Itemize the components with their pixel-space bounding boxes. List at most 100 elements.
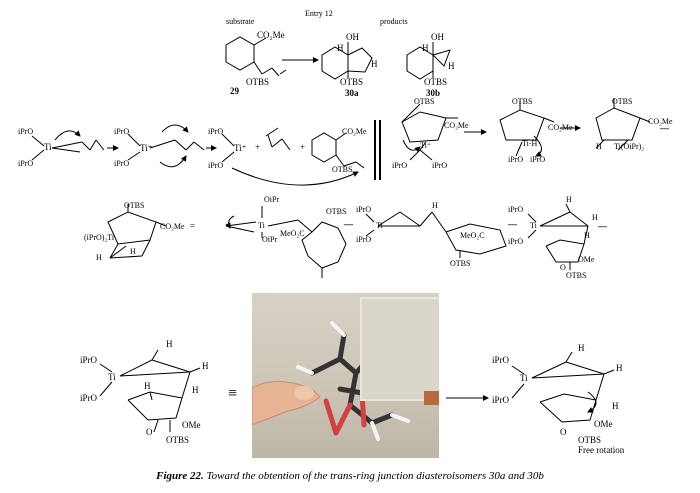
r3-h-3: H xyxy=(432,201,438,210)
r2-ipro-6: iPrO xyxy=(208,161,224,170)
r2-plus-2: + xyxy=(300,142,306,152)
label-30a-otbs: OTBS xyxy=(340,77,364,87)
r4-h-7: H xyxy=(612,401,619,411)
label-30a-oh: OH xyxy=(346,32,359,42)
r4-ti-1: Ti xyxy=(108,372,116,382)
open-ti-structure-b xyxy=(225,206,347,278)
substrate-29-row2 xyxy=(311,132,365,169)
r2-co2me-3: CO₂Me xyxy=(548,123,573,132)
caption-text: Toward the obtention of the trans-ring j… xyxy=(206,470,544,482)
r2-otbs-2: OTBS xyxy=(414,97,435,106)
molecular-model-photo xyxy=(252,293,439,458)
r3-opr-1: OiPr xyxy=(264,195,280,204)
compound-29: 29 xyxy=(230,86,239,96)
r2-plus-1: + xyxy=(255,142,261,152)
large-ti-cage-right xyxy=(511,351,615,423)
label-30b-h: H xyxy=(422,43,429,53)
r3-otbs-3: OTBS xyxy=(450,259,471,268)
products-header: products xyxy=(380,17,408,26)
entry-label: Entry 12 xyxy=(305,9,333,18)
r2-ipro-1: iPrO xyxy=(18,127,34,136)
r2-co2me-4: CO₂Me xyxy=(648,117,673,126)
r2-ti-plus-3: Ti⁺ xyxy=(420,141,432,150)
r4-otbs-1: OTBS xyxy=(166,435,190,445)
r2-co2me-2: CO₂Me xyxy=(444,121,469,130)
r4-ti-2: Ti xyxy=(520,373,528,383)
r2-h-1: H xyxy=(596,142,602,151)
r4-equiv: ≡ xyxy=(228,385,238,402)
label-29-co2me: CO₂Me xyxy=(257,30,285,40)
ti-coordinated-intermediate xyxy=(401,103,458,161)
r4-ipro-3: iPrO xyxy=(492,355,510,365)
r3-dash-2: — xyxy=(508,219,517,229)
r4-o-1: O xyxy=(146,427,153,437)
r3-dash-3: — xyxy=(598,221,607,231)
r3-opr-2: OiPr xyxy=(262,235,278,244)
r3-h-1: H xyxy=(96,253,102,262)
r3-otbs-1: OTBS xyxy=(124,201,145,210)
r3-ipro-3: iPrO xyxy=(508,205,524,214)
titanacycle-intermediate xyxy=(499,100,555,157)
structure-30a xyxy=(321,42,373,80)
r2-ipro-7: iPrO xyxy=(392,161,408,170)
label-30a-h: H xyxy=(337,43,344,53)
r2-ti-plus-1: Ti⁺ xyxy=(140,143,153,153)
r4-ipro-4: iPrO xyxy=(492,395,510,405)
ti-cyclopropene-complex xyxy=(31,130,105,161)
r2-ipro-3: iPrO xyxy=(114,127,130,136)
r3-meo2c-1: MeO₂C xyxy=(280,229,305,238)
r2-ipro-9: iPrO xyxy=(508,155,524,164)
r2-ipro-8: iPrO xyxy=(432,161,448,170)
r3-ome: OMe xyxy=(578,255,595,264)
r3-dash-1: — xyxy=(344,219,353,229)
r2-otbs-3: OTBS xyxy=(512,97,533,106)
r3-ipro-4: iPrO xyxy=(508,237,524,246)
r4-o-2: O xyxy=(560,427,567,437)
separator-bars xyxy=(374,120,381,180)
label-29-otbs: OTBS xyxy=(246,77,270,87)
r2-ti-opr2: Ti(OiPr)₂ xyxy=(614,142,645,151)
large-ti-cage-left xyxy=(99,349,201,433)
r3-h-2: H xyxy=(130,247,136,256)
r4-h-5: H xyxy=(578,343,585,353)
label-30b-h2: H xyxy=(448,61,455,71)
r3-meo2c-2: MeO₂C xyxy=(460,231,485,240)
r4-h-2: H xyxy=(202,361,209,371)
figure-caption: Figure 22. Toward the obtention of the t… xyxy=(0,470,700,482)
bicyclic-titanium-product xyxy=(595,98,651,151)
r2-ipro-4: iPrO xyxy=(114,159,130,168)
r3-h-6: H xyxy=(584,231,590,240)
r4-ome-1: OMe xyxy=(182,420,201,430)
cage-structure-a xyxy=(107,204,167,259)
r3-ipro-2: iPrO xyxy=(356,235,372,244)
r2-dash-1: — xyxy=(660,123,669,133)
r2-ipro-2: iPrO xyxy=(18,159,34,168)
r2-co2me-1: CO₂Me xyxy=(342,127,367,136)
r2-ti-h: Ti-H xyxy=(522,139,538,148)
r4-otbs-2: OTBS xyxy=(578,435,602,445)
r3-o: O xyxy=(560,263,566,272)
r3-h-4: H xyxy=(566,195,572,204)
ti-cation-and-butene xyxy=(221,127,291,163)
structure-29 xyxy=(225,36,287,77)
r2-ti-1: Ti xyxy=(44,142,52,152)
caption-title: Figure 22. xyxy=(156,470,204,482)
cage-structure-d xyxy=(527,203,589,270)
r4-h-4: H xyxy=(192,385,199,395)
r3-ipro-1: iPrO xyxy=(356,205,372,214)
substrate-header: substrate xyxy=(226,17,255,26)
compound-30b: 30b xyxy=(426,88,441,98)
r4-ipro-2: iPrO xyxy=(80,393,98,403)
r2-ipro-5: iPrO xyxy=(208,127,224,136)
label-30b-otbs: OTBS xyxy=(424,77,448,87)
compound-30a: 30a xyxy=(345,88,359,98)
r4-h-3: H xyxy=(144,381,151,391)
r2-otbs-4: OTBS xyxy=(612,97,633,106)
label-30a-h2: H xyxy=(371,59,378,69)
r3-otbs-4: OTBS xyxy=(566,271,587,280)
r3-co2me-1: CO₂Me xyxy=(160,222,185,231)
r3-equals: = xyxy=(190,221,196,231)
r3-tioipr2: (iPrO)₂Ti xyxy=(84,233,115,242)
r3-otbs-2: OTBS xyxy=(326,207,347,216)
